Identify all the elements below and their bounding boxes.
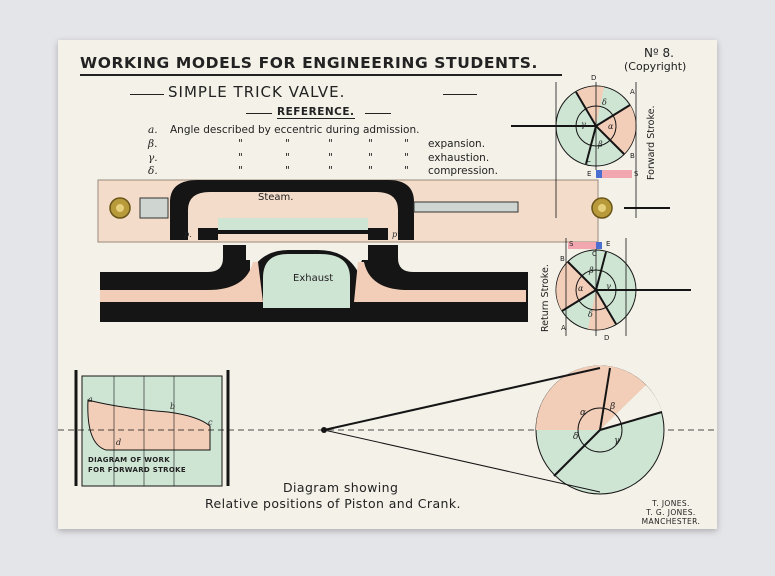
card-subtitle: SIMPLE TRICK VALVE. [168, 83, 346, 101]
forward-eccentric-circle [511, 82, 637, 218]
work-diagram-caption-1: DIAGRAM OF WORK [88, 456, 170, 464]
reference-symbol: a. [148, 124, 158, 136]
reference-symbol: γ. [148, 152, 158, 164]
reference-symbol: β. [148, 138, 158, 150]
greek-beta: β [589, 266, 594, 275]
greek-alpha: α [578, 284, 584, 293]
ditto-mark: " [238, 165, 243, 177]
circle-letter-S: S [634, 170, 639, 178]
ditto-mark: " [285, 138, 290, 150]
work-diagram-caption-2: FOR FORWARD STROKE [88, 466, 186, 474]
return-eccentric-circle [555, 238, 691, 336]
piston-crank-diagram [58, 365, 717, 495]
circle-letter-C: C [592, 250, 597, 258]
greek-beta: β [610, 402, 616, 412]
card-number: Nº 8. [644, 46, 674, 60]
greek-gamma: γ [606, 282, 611, 291]
bottom-caption-1: Diagram showing [283, 480, 399, 495]
subtitle-rule-right [443, 94, 477, 95]
reference-text: exhaustion. [428, 152, 490, 164]
bottom-caption-2: Relative positions of Piston and Crank. [205, 496, 461, 511]
circle-letter-B: B [630, 152, 635, 160]
greek-delta: δ [588, 310, 593, 319]
circle-letter-C: C [586, 160, 591, 168]
forward-port-pink [602, 170, 632, 178]
greek-gamma: γ [581, 120, 586, 129]
reference-rule-right [365, 113, 391, 114]
valve-body [100, 245, 528, 322]
return-stroke-label: Return Stroke. [540, 264, 551, 332]
valve-strip[interactable] [97, 179, 670, 243]
title-rule [80, 74, 562, 76]
port-left-label: p. [184, 230, 192, 239]
maker-line-3: MANCHESTER. [641, 517, 701, 526]
circle-letter-E: E [606, 240, 611, 248]
card-title: WORKING MODELS FOR ENGINEERING STUDENTS. [80, 54, 539, 72]
circle-letter-A: A [561, 324, 566, 332]
work-point-d: d [116, 438, 122, 447]
circle-letter-D: D [604, 334, 610, 342]
ditto-mark: " [328, 138, 333, 150]
subtitle-rule-left [130, 94, 164, 95]
ditto-mark: " [404, 152, 409, 164]
ditto-mark: " [285, 165, 290, 177]
model-card: WORKING MODELS FOR ENGINEERING STUDENTS.… [58, 40, 717, 529]
ditto-mark: " [328, 165, 333, 177]
greek-alpha: α [608, 122, 614, 131]
ditto-mark: " [368, 165, 373, 177]
circle-letter-A: A [630, 88, 635, 96]
ditto-mark: " [368, 152, 373, 164]
circle-letter-S: S [569, 240, 574, 248]
greek-gamma: γ [614, 436, 620, 446]
return-port-pink [568, 242, 596, 249]
return-port-blue [596, 242, 602, 249]
copyright-label: (Copyright) [624, 60, 687, 73]
work-point-c: c [208, 418, 213, 427]
greek-alpha: α [580, 408, 587, 418]
ditto-mark: " [404, 165, 409, 177]
greek-delta: δ [602, 98, 607, 107]
ditto-mark: " [238, 152, 243, 164]
ditto-mark: " [238, 138, 243, 150]
forward-port-blue [596, 170, 602, 178]
reference-text: compression. [428, 165, 498, 177]
maker-line-2: T. G. JONES. [646, 508, 696, 517]
greek-beta: β [598, 140, 603, 149]
reference-symbol: δ. [148, 165, 158, 177]
steam-label: Steam. [258, 192, 294, 203]
exhaust-label: Exhaust [293, 273, 334, 284]
work-point-b: b [170, 402, 176, 411]
greek-delta: δ [573, 432, 579, 442]
ditto-mark: " [285, 152, 290, 164]
reference-rule-left [246, 113, 272, 114]
circle-letter-E: E [587, 170, 592, 178]
work-diagram [74, 370, 230, 487]
circle-letter-B: B [560, 255, 565, 263]
reference-text: expansion. [428, 138, 486, 150]
circle-letter-D: D [591, 74, 597, 82]
card-diagrams [58, 82, 717, 495]
maker-line-1: T. JONES. [652, 499, 690, 508]
reference-text: Angle described by eccentric during admi… [170, 124, 420, 136]
forward-stroke-label: Forward Stroke. [646, 105, 657, 180]
reference-heading: REFERENCE. [277, 106, 355, 119]
ditto-mark: " [368, 138, 373, 150]
ditto-mark: " [404, 138, 409, 150]
port-right-label: p' [392, 230, 400, 239]
ditto-mark: " [328, 152, 333, 164]
work-point-a: a [88, 395, 93, 404]
